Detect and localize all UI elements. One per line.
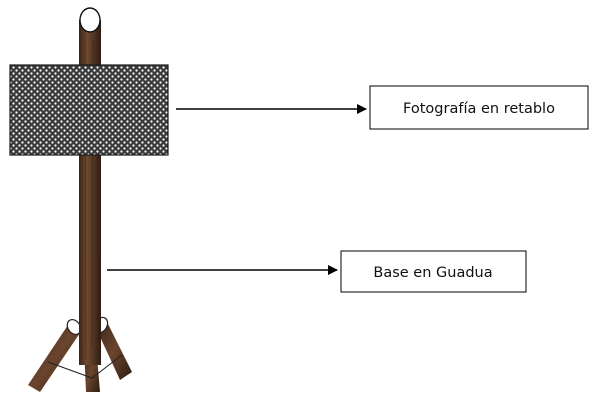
- right-leg: [96, 320, 132, 380]
- left-leg: [28, 322, 82, 392]
- base-label-box: [340, 250, 527, 293]
- photo-label-box: [369, 85, 589, 130]
- base-label: Base en Guadua: [373, 265, 492, 281]
- photo-label: Fotografía en retablo: [403, 101, 555, 117]
- pole-top-cap: [79, 7, 101, 33]
- left-leg-cap: [66, 318, 82, 336]
- photo-panel: [9, 64, 169, 156]
- tripod-tie-line: [47, 354, 123, 379]
